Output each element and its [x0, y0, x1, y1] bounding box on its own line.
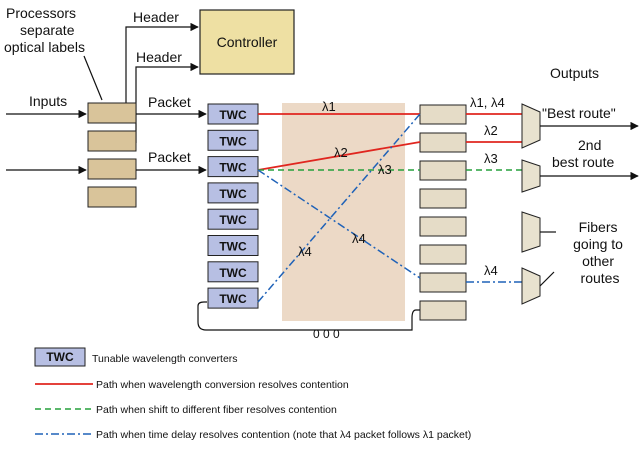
buffer-box — [419, 216, 467, 237]
twc-box — [207, 156, 259, 178]
header-label-bottom: Header — [136, 49, 182, 65]
twc-box — [207, 261, 259, 283]
twc-box — [207, 182, 259, 204]
lambda-label: λ4 — [352, 231, 366, 246]
processors-pointer — [83, 55, 103, 101]
twc-box — [207, 287, 259, 309]
twc-label: TWC — [219, 134, 247, 148]
twc-box — [207, 208, 259, 230]
buffer-box — [419, 132, 467, 153]
processor-box — [87, 158, 137, 180]
header-label-top: Header — [133, 9, 179, 25]
controller-box — [199, 9, 295, 75]
outputs-label: Outputs — [550, 65, 599, 81]
lambda-label: λ1 — [322, 99, 336, 114]
mux-delay-route — [521, 267, 541, 305]
twc-label: TWC — [219, 108, 247, 122]
mux-second-best — [521, 159, 541, 193]
switch-fabric-region — [282, 103, 405, 321]
twc-box — [207, 235, 259, 256]
buffer-box — [419, 272, 467, 293]
feedback-loop-line — [197, 301, 420, 331]
packet-label-top: Packet — [148, 94, 191, 110]
controller-label: Controller — [217, 34, 278, 50]
delay-route-fiber — [539, 271, 555, 287]
lambda-label: λ4 — [298, 244, 312, 259]
inputs-label: Inputs — [29, 93, 67, 109]
lambda-label: λ2 — [334, 145, 348, 160]
second-best-label: 2nd best route — [552, 137, 614, 170]
twc-column: TWC TWC TWC TWC TWC TWC TWC TWC — [207, 103, 259, 309]
lambda-label: λ4 — [484, 263, 498, 278]
twc-label: TWC — [219, 292, 247, 306]
blue-path-cross-down — [257, 169, 421, 279]
buffer-box — [419, 104, 467, 125]
packet-label-bottom: Packet — [148, 149, 191, 165]
twc-box — [207, 129, 259, 151]
red-path-l2 — [257, 141, 421, 171]
legend-twc-text: TWC — [46, 350, 74, 364]
buffer-box — [419, 160, 467, 181]
lambda-label: λ2 — [484, 123, 498, 138]
legend: TWC Tunable wavelength converters Path w… — [34, 347, 471, 441]
twc-label: TWC — [219, 161, 247, 175]
fibers-other-routes-label: Fibers going to other routes — [573, 219, 627, 286]
legend-green-desc: Path when shift to different fiber resol… — [96, 404, 337, 416]
legend-red-desc: Path when wavelength conversion resolves… — [96, 379, 349, 391]
twc-label: TWC — [219, 187, 247, 201]
twc-label: TWC — [219, 240, 247, 254]
legend-blue-desc: Path when time delay resolves contention… — [96, 429, 471, 441]
buffer-box — [419, 188, 467, 209]
legend-twc-swatch — [34, 347, 86, 367]
header-line-top — [125, 22, 199, 103]
buffer-box — [419, 300, 467, 321]
twc-label: TWC — [219, 266, 247, 280]
processor-box — [87, 130, 137, 152]
blue-path-cross-up — [257, 113, 421, 303]
mux-best-route — [521, 103, 541, 149]
lambda-label: λ3 — [484, 151, 498, 166]
legend-twc-desc: Tunable wavelength converters — [92, 353, 238, 365]
mux-other-routes — [521, 211, 541, 253]
lambda-label: λ3 — [378, 162, 392, 177]
processor-stack — [87, 102, 137, 208]
processors-label: Processors separate optical labels — [4, 5, 85, 55]
processor-box — [87, 186, 137, 208]
buffer-box — [419, 244, 467, 265]
output-buffer-stack — [419, 104, 467, 321]
twc-label: TWC — [219, 213, 247, 227]
ellipsis-label: 0 0 0 — [313, 327, 340, 341]
lambda-label: λ1, λ4 — [470, 95, 505, 110]
best-route-label: "Best route" — [542, 105, 616, 121]
processor-box — [87, 102, 137, 124]
